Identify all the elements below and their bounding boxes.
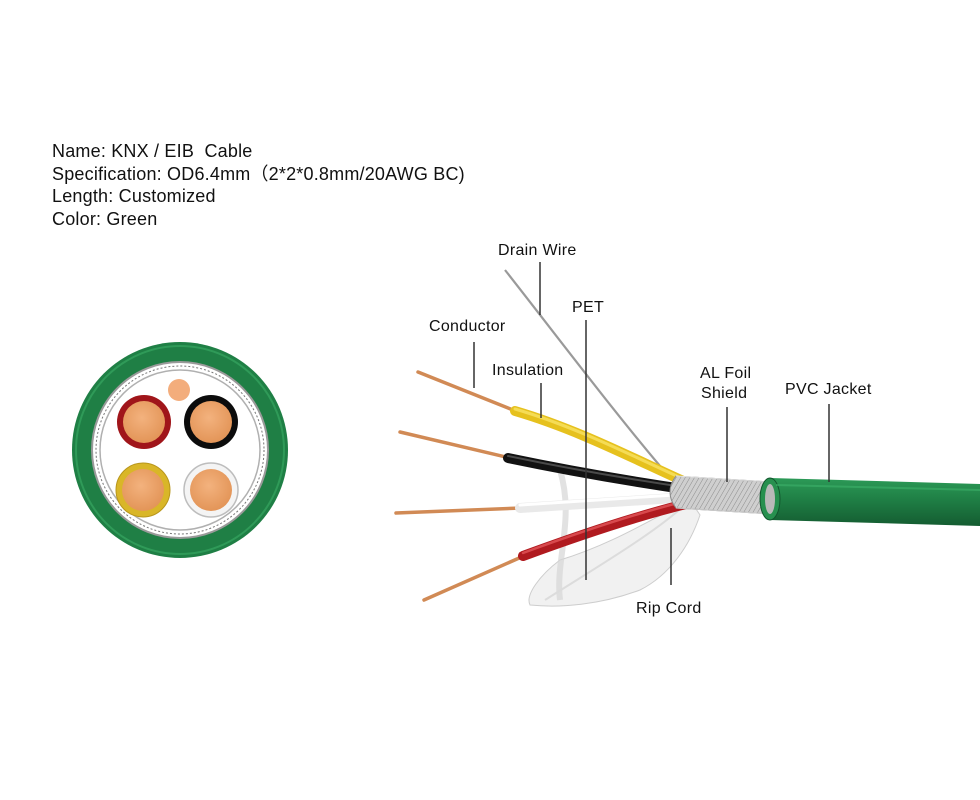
label-conductor: Conductor bbox=[429, 318, 506, 335]
drain-wire bbox=[504, 269, 673, 481]
core-black bbox=[184, 395, 238, 449]
callout-labels: Drain Wire PET Conductor Insulation AL F… bbox=[429, 242, 872, 617]
spec-block: Name: KNX / EIB Cable Specification: OD6… bbox=[52, 140, 465, 230]
label-insulation: Insulation bbox=[492, 362, 564, 379]
spec-name: Name: KNX / EIB Cable bbox=[52, 141, 253, 161]
label-pet: PET bbox=[572, 299, 604, 316]
core-white bbox=[183, 462, 239, 518]
stripped-cable bbox=[394, 269, 980, 607]
core-yellow bbox=[115, 462, 171, 518]
pvc-jacket bbox=[759, 477, 980, 526]
spec-specification: Specification: OD6.4mm（2*2*0.8mm/20AWG B… bbox=[52, 163, 465, 184]
spec-color: Color: Green bbox=[52, 208, 158, 229]
label-pvc-jacket: PVC Jacket bbox=[785, 381, 872, 398]
label-rip-cord: Rip Cord bbox=[636, 600, 702, 617]
cable-cross-section bbox=[72, 342, 288, 558]
pet-film bbox=[528, 499, 701, 607]
core-red bbox=[117, 395, 171, 449]
label-al-foil-line1: AL Foil bbox=[700, 365, 751, 382]
label-drain-wire: Drain Wire bbox=[498, 242, 577, 259]
wire-red bbox=[422, 498, 695, 602]
spec-length: Length: Customized bbox=[52, 186, 216, 206]
wire-yellow bbox=[416, 370, 695, 489]
leader-lines bbox=[473, 262, 830, 585]
drain-wire-dot bbox=[168, 379, 190, 401]
label-al-foil-line2: Shield bbox=[701, 385, 747, 402]
